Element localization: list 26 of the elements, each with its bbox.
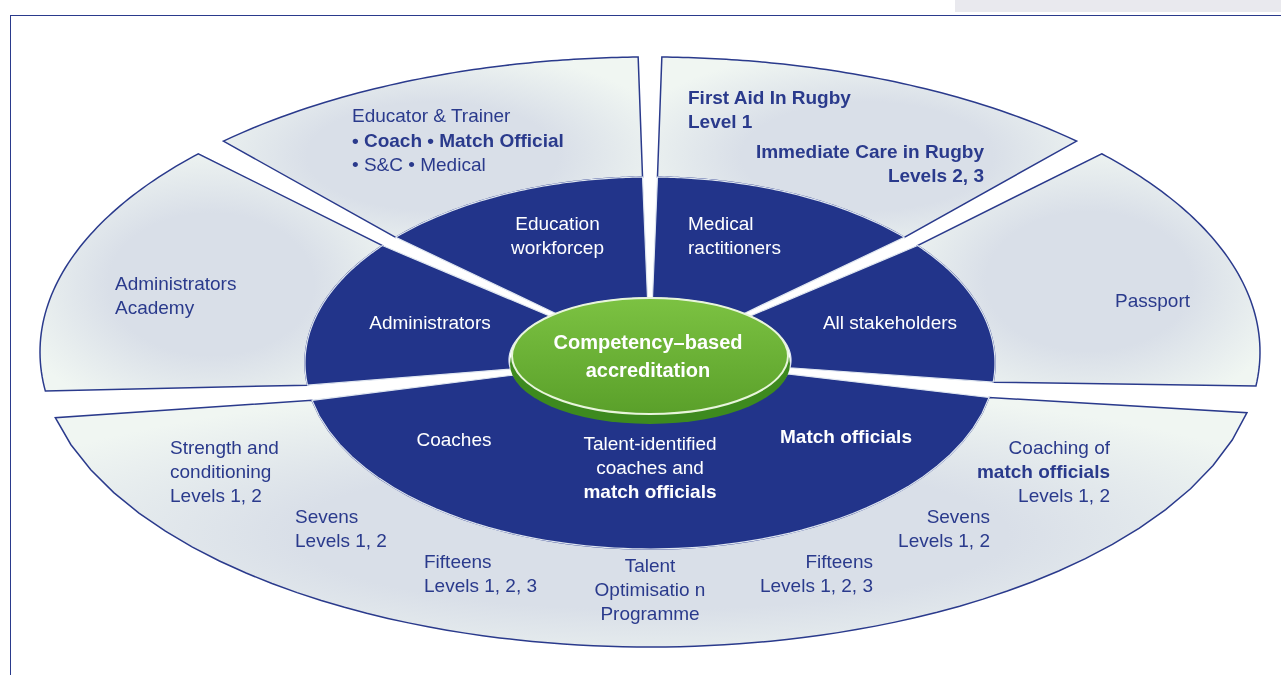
programme-label: Passport <box>1114 289 1190 313</box>
outer-ring-segment <box>54 396 1249 648</box>
programme-label: Coaching of match officials Levels 1, 2 <box>975 436 1110 508</box>
audience-label: Administrators <box>368 311 492 335</box>
audience-label: Match officials <box>779 425 913 449</box>
audience-label: Medical ractitioners <box>688 212 782 260</box>
audience-label: Education workforcep <box>510 212 605 260</box>
centre-title: Competency–based accreditation <box>552 330 744 383</box>
programme-label: Fifteens Levels 1, 2, 3 <box>424 550 539 598</box>
centre-ellipse <box>510 297 790 424</box>
audience-label: All stakeholders <box>821 311 959 335</box>
programme-label: • Coach • Match Official • S&C • Medical <box>352 129 565 177</box>
outer-ring-segment <box>656 56 1079 239</box>
audience-label: Talent-identified coaches and match officials <box>582 432 718 504</box>
audience-label: Coaches <box>415 428 493 452</box>
programme-label: Immediate Care in Rugby Levels 2, 3 <box>754 140 984 188</box>
inner-ring-segment <box>394 176 649 315</box>
programme-label: Sevens Levels 1, 2 <box>897 505 990 553</box>
programme-label: Educator & Trainer <box>352 104 512 128</box>
programme-label: First Aid In Rugby Level 1 <box>688 86 852 134</box>
programme-label: Talent Optimisatio n Programme <box>593 554 707 626</box>
outer-ring-segment <box>221 56 644 239</box>
programme-label: Strength and conditioning Levels 1, 2 <box>170 436 280 508</box>
programme-label: Fifteens Levels 1, 2, 3 <box>758 550 873 598</box>
programme-label: Sevens Levels 1, 2 <box>295 505 388 553</box>
programme-label: Administrators Academy <box>115 272 238 320</box>
